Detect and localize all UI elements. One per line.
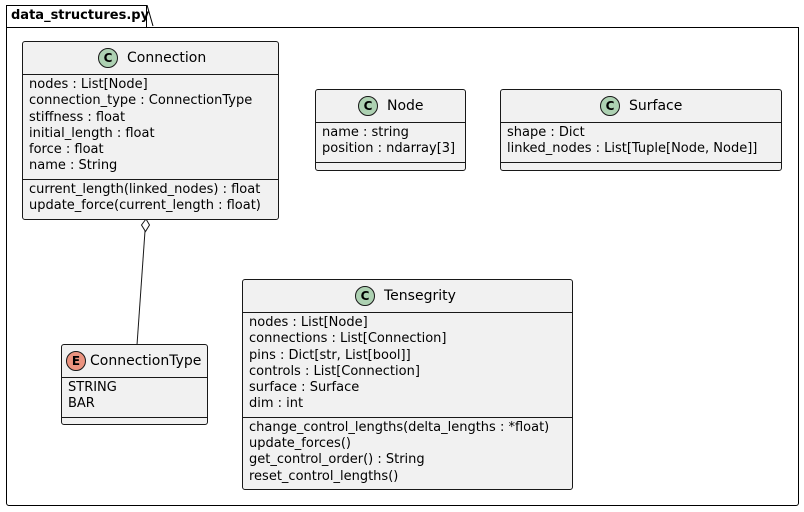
- class-header: C Tensegrity: [243, 280, 572, 312]
- field: dim : int: [249, 396, 304, 412]
- class-stereotype-icon: C: [600, 96, 620, 116]
- package-title: data_structures.py: [11, 8, 150, 23]
- class-fields: name : string position : ndarray[3]: [316, 122, 465, 162]
- class-fields: nodes : List[Node] connection_type : Con…: [23, 74, 278, 179]
- field: controls : List[Connection]: [249, 363, 420, 379]
- class-fields: shape : Dict linked_nodes : List[Tuple[N…: [501, 122, 781, 162]
- class-methods: current_length(linked_nodes) : float upd…: [23, 178, 278, 219]
- aggregation-line: [136, 230, 146, 346]
- aggregation-diamond: [140, 218, 151, 233]
- method: update_forces(): [249, 436, 351, 452]
- class-header: E ConnectionType: [62, 345, 207, 377]
- class-stereotype-icon: C: [98, 48, 118, 68]
- field: initial_length : float: [29, 125, 155, 141]
- enum-extra: [62, 416, 207, 430]
- enum-connection-type[interactable]: E ConnectionType STRING BAR: [61, 344, 208, 425]
- enum-value: STRING: [68, 380, 117, 395]
- class-name: Connection: [127, 50, 207, 66]
- package-frame: [6, 27, 799, 506]
- class-methods: [501, 161, 781, 175]
- class-surface[interactable]: C Surface shape : Dict linked_nodes : Li…: [500, 89, 782, 171]
- class-node[interactable]: C Node name : string position : ndarray[…: [315, 89, 466, 171]
- field: surface : Surface: [249, 380, 360, 396]
- method: get_control_order() : String: [249, 452, 425, 468]
- class-stereotype-icon: C: [358, 96, 378, 116]
- field: connections : List[Connection]: [249, 331, 447, 347]
- enum-stereotype-icon: E: [66, 351, 86, 371]
- class-name: ConnectionType: [90, 353, 202, 369]
- field: name : String: [29, 158, 118, 174]
- class-name: Surface: [629, 98, 683, 114]
- class-header: C Surface: [501, 90, 781, 122]
- field: shape : Dict: [507, 125, 585, 140]
- class-header: C Node: [316, 90, 465, 122]
- method: change_control_lengths(delta_lengths : *…: [249, 419, 550, 435]
- field: name : string: [322, 125, 409, 140]
- class-header: C Connection: [23, 42, 278, 74]
- class-fields: nodes : List[Node] connections : List[Co…: [243, 312, 572, 417]
- class-stereotype-icon: C: [355, 286, 375, 306]
- field: stiffness : float: [29, 109, 126, 125]
- method: update_force(current_length : float): [29, 198, 261, 214]
- package-tab-corner: [146, 5, 154, 27]
- field: connection_type : ConnectionType: [29, 93, 253, 109]
- method: current_length(linked_nodes) : float: [29, 181, 261, 197]
- class-connection[interactable]: C Connection nodes : List[Node] connecti…: [22, 41, 279, 220]
- class-tensegrity[interactable]: C Tensegrity nodes : List[Node] connecti…: [242, 279, 573, 490]
- method: reset_control_lengths(): [249, 468, 399, 484]
- enum-values: STRING BAR: [62, 377, 207, 417]
- field: nodes : List[Node]: [249, 315, 368, 330]
- class-methods: [316, 161, 465, 175]
- class-name: Node: [387, 98, 424, 114]
- field: position : ndarray[3]: [322, 141, 456, 157]
- field: linked_nodes : List[Tuple[Node, Node]]: [507, 141, 758, 157]
- enum-value: BAR: [68, 396, 95, 412]
- field: pins : Dict[str, List[bool]]: [249, 347, 411, 363]
- package-tab: [6, 5, 147, 27]
- field: force : float: [29, 142, 104, 158]
- field: nodes : List[Node]: [29, 77, 148, 92]
- class-methods: change_control_lengths(delta_lengths : *…: [243, 416, 572, 489]
- class-name: Tensegrity: [384, 288, 456, 304]
